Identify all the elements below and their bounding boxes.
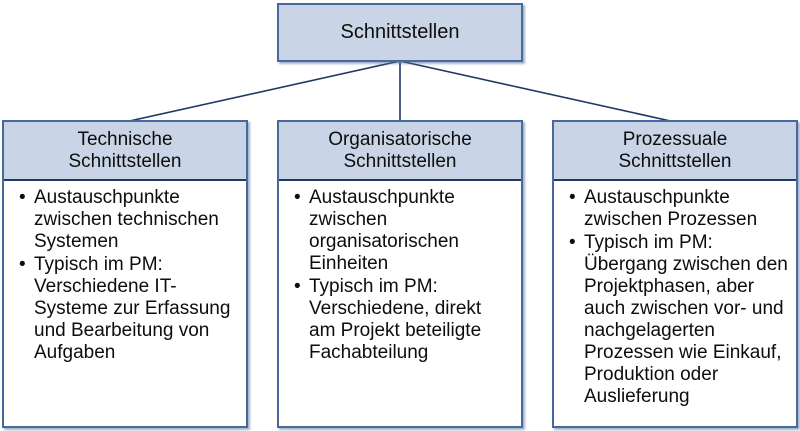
column-prozessuale-schnittstellen: Prozessuale Schnittstellen • Austauschpu… — [552, 120, 798, 428]
bullet-text: Austauschpunkte zwischen Prozessen — [584, 187, 758, 230]
bullet-icon: • — [569, 187, 576, 208]
bullet-item: • Typisch im PM: Übergang zwischen den P… — [554, 232, 792, 408]
bullet-text: Typisch im PM: Verschiedene IT- Systeme … — [34, 254, 231, 363]
bullet-icon: • — [294, 276, 301, 297]
column-body: • Austauschpunkte zwischen technischen S… — [4, 181, 246, 364]
bullet-icon: • — [19, 187, 26, 208]
bullet-text: Typisch im PM: Übergang zwischen den Pro… — [584, 232, 788, 407]
column-header: Organisatorische Schnittstellen — [279, 122, 521, 181]
bullet-icon: • — [569, 232, 576, 253]
column-header: Technische Schnittstellen — [4, 122, 246, 181]
bullet-text: Austauschpunkte zwischen organisatorisch… — [309, 187, 459, 274]
column-body: • Austauschpunkte zwischen Prozessen • T… — [554, 181, 796, 408]
bullet-text: Austauschpunkte zwischen technischen Sys… — [34, 187, 219, 252]
bullet-item: • Typisch im PM: Verschiedene IT- System… — [4, 254, 242, 364]
column-title: Organisatorische Schnittstellen — [328, 128, 472, 172]
bullet-text: Typisch im PM: Verschiedene, direkt am P… — [309, 276, 482, 363]
column-title: Prozessuale Schnittstellen — [618, 128, 732, 172]
column-body: • Austauschpunkte zwischen organisatoris… — [279, 181, 521, 364]
column-technische-schnittstellen: Technische Schnittstellen • Austauschpun… — [2, 120, 248, 428]
root-box-label: Schnittstellen — [340, 21, 460, 43]
connector-line-left — [124, 60, 401, 123]
bullet-item: • Austauschpunkte zwischen organisatoris… — [279, 187, 517, 275]
column-organisatorische-schnittstellen: Organisatorische Schnittstellen • Austau… — [277, 120, 523, 428]
bullet-item: • Austauschpunkte zwischen technischen S… — [4, 187, 242, 253]
root-box: Schnittstellen — [277, 3, 523, 62]
bullet-icon: • — [19, 254, 26, 275]
bullet-item: • Typisch im PM: Verschiedene, direkt am… — [279, 276, 517, 364]
bullet-item: • Austauschpunkte zwischen Prozessen — [554, 187, 792, 231]
bullet-icon: • — [294, 187, 301, 208]
connector-line-right — [399, 60, 676, 123]
column-header: Prozessuale Schnittstellen — [554, 122, 796, 181]
column-title: Technische Schnittstellen — [68, 128, 182, 172]
